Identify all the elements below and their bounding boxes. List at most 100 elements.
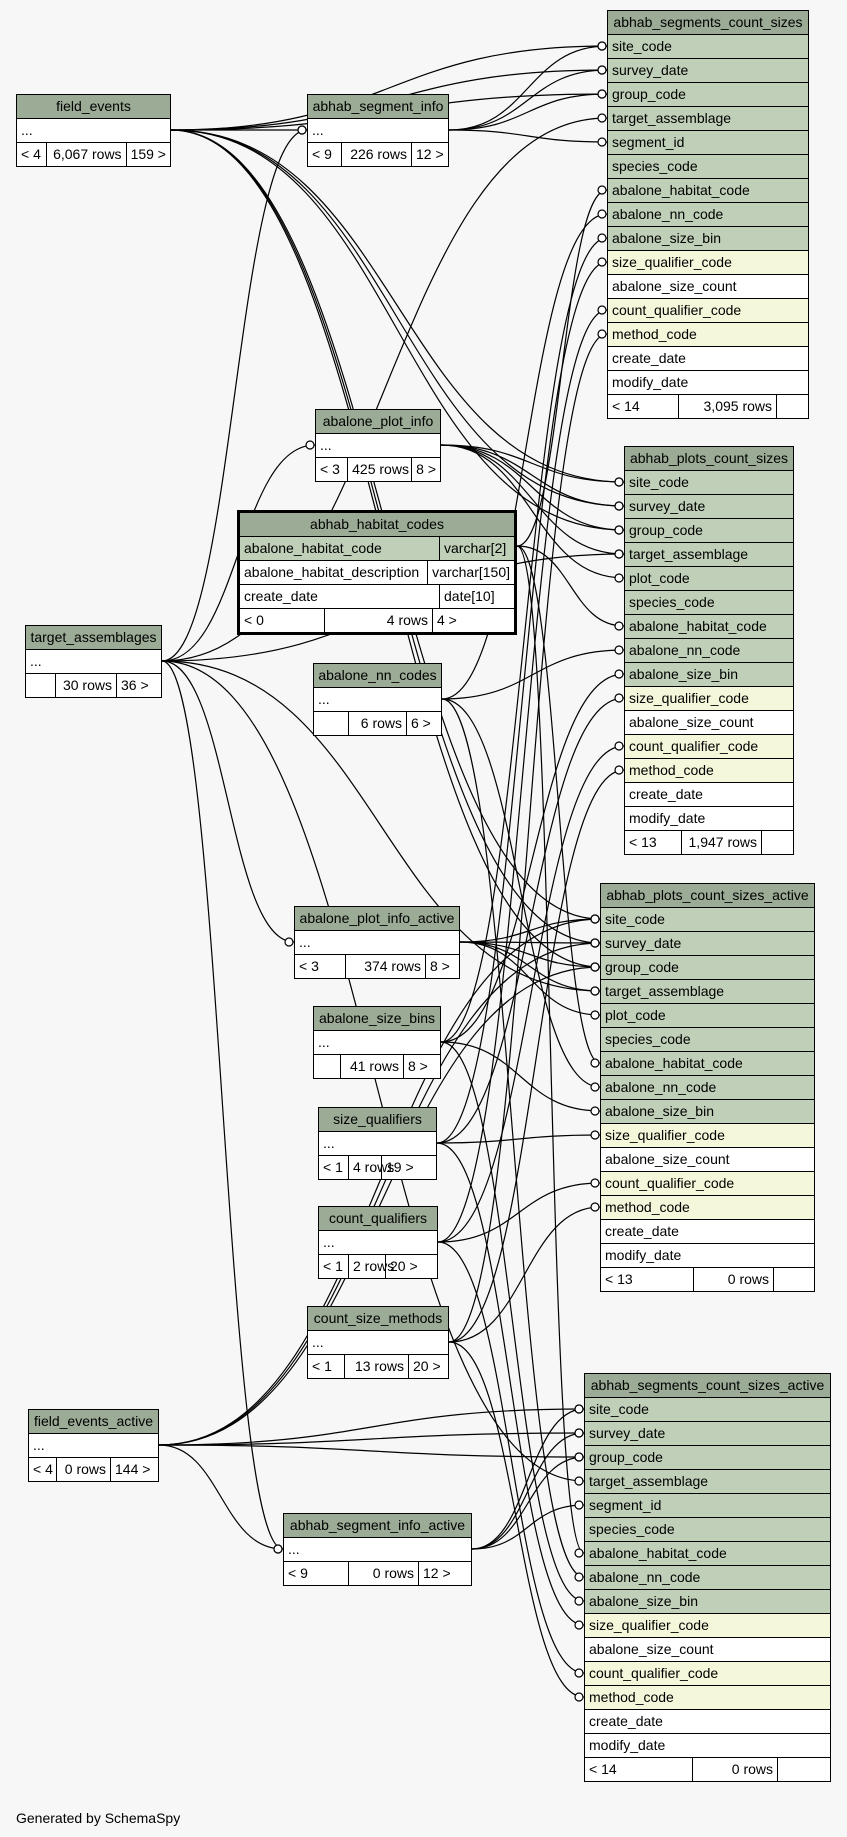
relationship-line (459, 941, 601, 992)
children-count[interactable] (773, 1268, 814, 1291)
parents-count[interactable] (26, 674, 55, 697)
table-header[interactable]: abalone_plot_info (316, 410, 440, 434)
relationship-line (436, 1142, 585, 1626)
parents-count[interactable]: < 13 (605, 1271, 633, 1287)
parents-count[interactable]: < 4 (21, 146, 41, 162)
children-count[interactable] (777, 1758, 830, 1781)
crowfoot-marker (597, 89, 607, 99)
table-header[interactable]: abhab_segment_info (308, 95, 448, 119)
relationship-line (161, 660, 295, 943)
children-count[interactable] (776, 395, 808, 418)
parents-count[interactable]: < 14 (589, 1761, 617, 1777)
column-abalone-size-bin: abalone_size_bin (601, 1100, 814, 1124)
column-species-code: species_code (608, 155, 808, 179)
column-size-qualifier-code: size_qualifier_code (601, 1124, 814, 1148)
children-count[interactable]: 8 > (411, 458, 440, 481)
crowfoot-marker (597, 329, 607, 339)
relationship-line (158, 1444, 284, 1550)
children-count[interactable]: 20 > (385, 1255, 437, 1278)
children-count[interactable]: 6 > (406, 712, 441, 735)
table-header[interactable]: field_events (17, 95, 170, 119)
relationship-line (448, 1206, 601, 1343)
parents-count[interactable]: < 9 (288, 1565, 308, 1581)
parents-count[interactable]: < 9 (312, 146, 332, 162)
children-count[interactable]: 159 > (125, 143, 170, 166)
children-count[interactable]: 8 > (403, 1055, 440, 1078)
table-header[interactable]: abhab_plots_count_sizes_active (601, 884, 814, 908)
children-count[interactable]: 144 > (110, 1458, 158, 1481)
parents-count[interactable]: < 13 (629, 834, 657, 850)
table-header[interactable]: size_qualifiers (319, 1108, 436, 1132)
parents-count[interactable]: < 3 (320, 461, 340, 477)
column-species-code: species_code (601, 1028, 814, 1052)
table-header[interactable]: abalone_nn_codes (314, 664, 441, 688)
relationship-line (441, 213, 608, 700)
children-count[interactable] (761, 831, 793, 854)
children-count[interactable]: 19 > (381, 1156, 436, 1179)
children-count[interactable]: 8 > (425, 955, 459, 978)
table-header[interactable]: target_assemblages (26, 626, 161, 650)
column-modify-date: modify_date (585, 1734, 830, 1758)
parents-count[interactable] (314, 1055, 340, 1078)
column-count-qualifier-code: count_qualifier_code (625, 735, 793, 759)
table-header[interactable]: abalone_plot_info_active (295, 907, 459, 931)
relationship-line (441, 649, 625, 700)
parents-count[interactable]: < 4 (33, 1461, 53, 1477)
crowfoot-marker (574, 1500, 584, 1510)
crowfoot-marker (597, 257, 607, 267)
crowfoot-marker (574, 1572, 584, 1582)
children-count[interactable]: 12 > (418, 1562, 471, 1585)
parents-count[interactable]: < 0 (244, 612, 264, 628)
table-header[interactable]: field_events_active (29, 1410, 158, 1434)
table-header[interactable]: abalone_size_bins (314, 1007, 440, 1031)
crowfoot-marker (614, 645, 624, 655)
column-target-assemblage: target_assemblage (625, 543, 793, 567)
children-count[interactable]: 4 > (432, 609, 514, 632)
column-modify-date: modify_date (625, 807, 793, 831)
parents-count[interactable]: < 1 (312, 1358, 332, 1374)
table-header[interactable]: abhab_plots_count_sizes (625, 447, 793, 471)
relationship-line (448, 1341, 585, 1698)
children-count[interactable]: 20 > (408, 1355, 448, 1378)
crowfoot-marker (597, 233, 607, 243)
relationship-line (459, 918, 601, 943)
parents-count[interactable]: < 1 (323, 1258, 343, 1274)
crowfoot-marker (305, 440, 315, 450)
table-header[interactable]: count_qualifiers (319, 1207, 437, 1231)
table-header[interactable]: abhab_segments_count_sizes_active (585, 1374, 830, 1398)
column-modify-date: modify_date (608, 371, 808, 395)
table-header[interactable]: count_size_methods (308, 1307, 448, 1331)
table-header[interactable]: abhab_segment_info_active (284, 1514, 471, 1538)
column-ellipsis: ... (308, 119, 448, 143)
table-header[interactable]: abhab_segments_count_sizes (608, 11, 808, 35)
parents-count[interactable]: < 14 (612, 398, 640, 414)
column-name: abalone_habitat_description (244, 564, 420, 580)
table-header[interactable]: abhab_habitat_codes (240, 513, 514, 537)
children-count[interactable]: 36 > (116, 674, 161, 697)
children-count[interactable]: 12 > (411, 143, 448, 166)
parents-count[interactable]: < 3 (299, 958, 319, 974)
parents-count[interactable] (314, 712, 348, 735)
parents-count[interactable]: < 1 (323, 1159, 343, 1175)
